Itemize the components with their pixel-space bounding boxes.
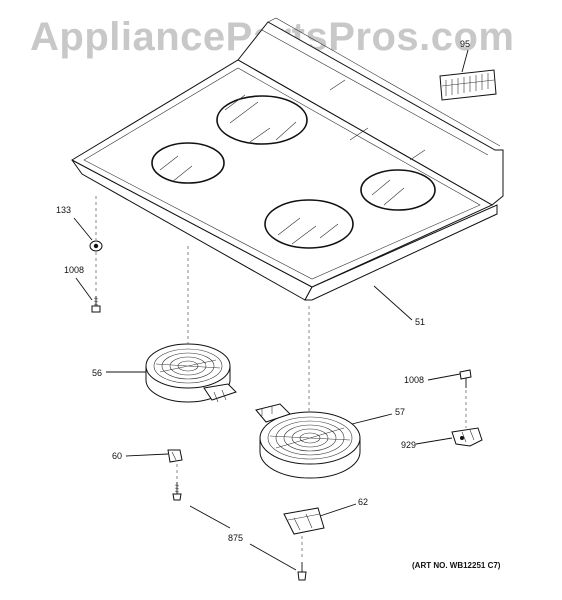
callout-1008-right: 1008 (404, 375, 424, 385)
screw-part-875-lower (297, 562, 307, 581)
callout-51: 51 (415, 317, 425, 327)
callout-1008-left: 1008 (64, 265, 84, 275)
callout-875: 875 (228, 533, 243, 543)
bracket-part-62 (283, 507, 325, 535)
callout-56: 56 (92, 368, 102, 378)
art-number: (ART NO. WB12251 C7) (412, 561, 501, 570)
callout-95: 95 (460, 39, 470, 49)
screw-part-1008-left (91, 296, 101, 313)
leader-lines (73, 49, 469, 571)
callout-60: 60 (112, 451, 122, 461)
bracket-part-929 (451, 427, 483, 447)
callout-133: 133 (56, 205, 71, 215)
callout-929: 929 (401, 440, 416, 450)
callout-62: 62 (358, 497, 368, 507)
nut-part-133 (89, 240, 103, 252)
heating-element-56 (145, 343, 237, 403)
cooktop-glass (70, 17, 504, 301)
callout-57: 57 (395, 407, 405, 417)
screw-part-1008-right (459, 369, 472, 388)
heating-element-57 (255, 403, 361, 479)
assembly-lines (95, 196, 467, 560)
screw-part-875-upper (172, 482, 182, 501)
clip-part-60 (167, 449, 183, 463)
clip-part-95 (439, 69, 497, 101)
